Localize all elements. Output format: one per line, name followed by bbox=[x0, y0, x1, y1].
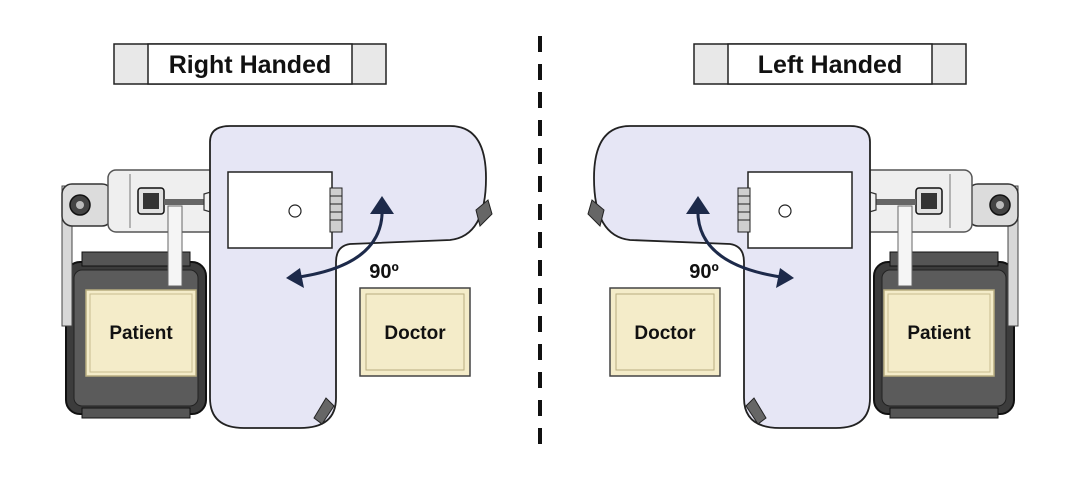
right-handed-layout bbox=[60, 42, 494, 430]
right-doctor-label: Doctor bbox=[634, 323, 696, 344]
left-angle-label: 90º bbox=[369, 261, 399, 283]
right-patient-label: Patient bbox=[907, 323, 971, 344]
right-title: Left Handed bbox=[758, 51, 902, 79]
right-angle-label: 90º bbox=[689, 261, 719, 283]
left-handed-layout bbox=[586, 42, 1020, 430]
left-doctor-label: Doctor bbox=[384, 323, 446, 344]
left-title: Right Handed bbox=[169, 51, 332, 79]
left-patient-label: Patient bbox=[109, 323, 173, 344]
